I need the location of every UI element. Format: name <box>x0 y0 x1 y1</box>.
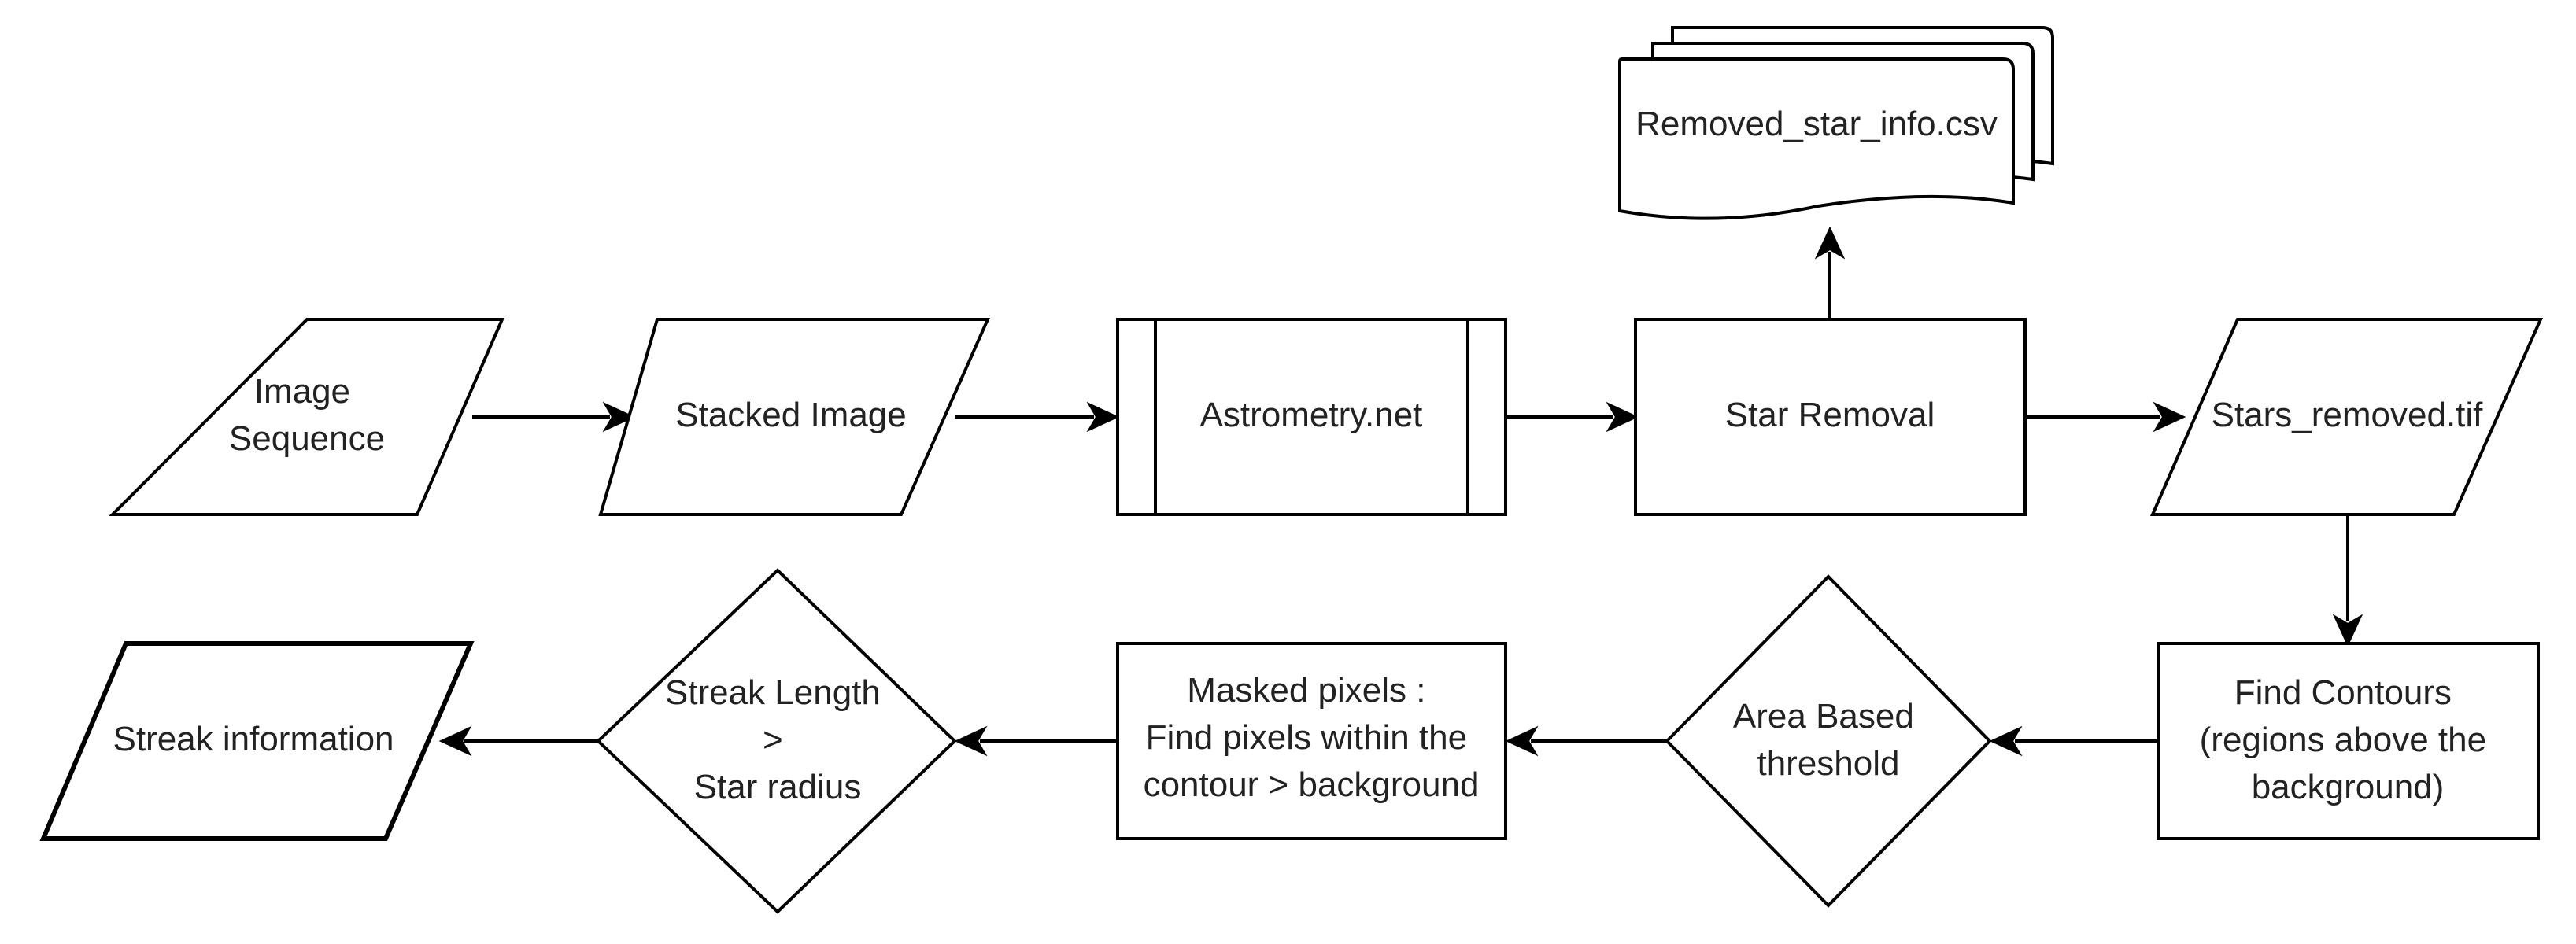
node-streak-length: Streak Length > Star radius <box>596 568 957 914</box>
image-sequence-label-line-1: Image <box>254 372 350 411</box>
star-removal-shape <box>1634 318 2027 516</box>
node-streak-information: Streak information <box>39 641 475 841</box>
removed-star-info-front-page <box>1618 57 2015 220</box>
area-threshold-label: Area Based threshold <box>1733 697 1924 783</box>
streak-length-shape <box>596 568 957 914</box>
find-contours-label-line-1: Find Contours <box>2234 673 2452 712</box>
masked-pixels-label: Masked pixels : Find pixels within the c… <box>1144 671 1480 804</box>
edge-masked-pixels-to-streak-length <box>954 725 1118 757</box>
area-threshold-label-line-2: threshold <box>1757 744 1899 783</box>
stacked-image-label: Stacked Image <box>675 396 907 434</box>
area-threshold-label-line-1: Area Based <box>1733 697 1914 736</box>
streak-information-label: Streak information <box>113 720 394 758</box>
masked-pixels-label-line-1: Masked pixels : <box>1187 671 1425 710</box>
edge-stars-removed-to-find-contours <box>2332 514 2363 647</box>
streak-information-shape <box>39 641 475 841</box>
edge-image-sequence-to-stacked-image <box>472 401 636 433</box>
edge-find-contours-to-area-threshold <box>1989 725 2158 757</box>
find-contours-label: Find Contours (regions above the backgro… <box>2200 673 2497 806</box>
astrometry-label: Astrometry.net <box>1200 396 1423 434</box>
removed-star-info-label: Removed_star_info.csv <box>1635 105 1998 143</box>
edge-star-removal-to-stars-removed <box>2025 401 2186 433</box>
node-stacked-image: Stacked Image <box>598 318 991 516</box>
image-sequence-shape <box>109 318 505 516</box>
node-image-sequence: Image Sequence <box>109 318 505 516</box>
node-area-threshold: Area Based threshold <box>1665 574 1992 908</box>
edge-astrometry-to-star-removal <box>1506 401 1639 433</box>
area-threshold-shape <box>1665 574 1992 908</box>
node-stars-removed: Stars_removed.tif <box>2149 318 2544 516</box>
node-astrometry: Astrometry.net <box>1116 318 1507 516</box>
edge-area-threshold-to-masked-pixels <box>1505 725 1667 757</box>
find-contours-shape <box>2157 642 2540 840</box>
node-star-removal: Star Removal <box>1634 318 2027 516</box>
streak-length-label-line-1: Streak Length <box>665 673 881 712</box>
nodes: Image Sequence Stacked Image Astrometry.… <box>39 26 2544 914</box>
stacked-image-shape <box>598 318 991 516</box>
astrometry-shape <box>1116 318 1507 516</box>
streak-length-label-line-2: > <box>763 721 783 759</box>
masked-pixels-shape <box>1116 642 1507 840</box>
masked-pixels-label-line-3: contour > background <box>1144 765 1480 804</box>
image-sequence-label-line-2: Sequence <box>229 419 385 458</box>
edge-stacked-image-to-astrometry <box>955 401 1120 433</box>
stars-removed-label: Stars_removed.tif <box>2212 396 2484 434</box>
node-find-contours: Find Contours (regions above the backgro… <box>2157 642 2540 840</box>
find-contours-label-line-2: (regions above the <box>2200 721 2486 759</box>
node-masked-pixels: Masked pixels : Find pixels within the c… <box>1116 642 1507 840</box>
masked-pixels-label-line-2: Find pixels within the <box>1146 718 1467 757</box>
find-contours-label-line-3: background) <box>2252 768 2445 806</box>
edge-streak-length-to-streak-information <box>438 725 598 757</box>
edge-star-removal-to-removed-star-info <box>1814 226 1846 319</box>
edges <box>438 226 2363 757</box>
streak-length-label: Streak Length > Star radius <box>665 673 890 806</box>
stars-removed-shape <box>2149 318 2544 516</box>
streak-length-label-line-3: Star radius <box>694 768 862 806</box>
image-sequence-label: Image Sequence <box>229 372 385 458</box>
node-removed-star-info: Removed_star_info.csv <box>1618 26 2054 220</box>
star-removal-label: Star Removal <box>1725 396 1935 434</box>
